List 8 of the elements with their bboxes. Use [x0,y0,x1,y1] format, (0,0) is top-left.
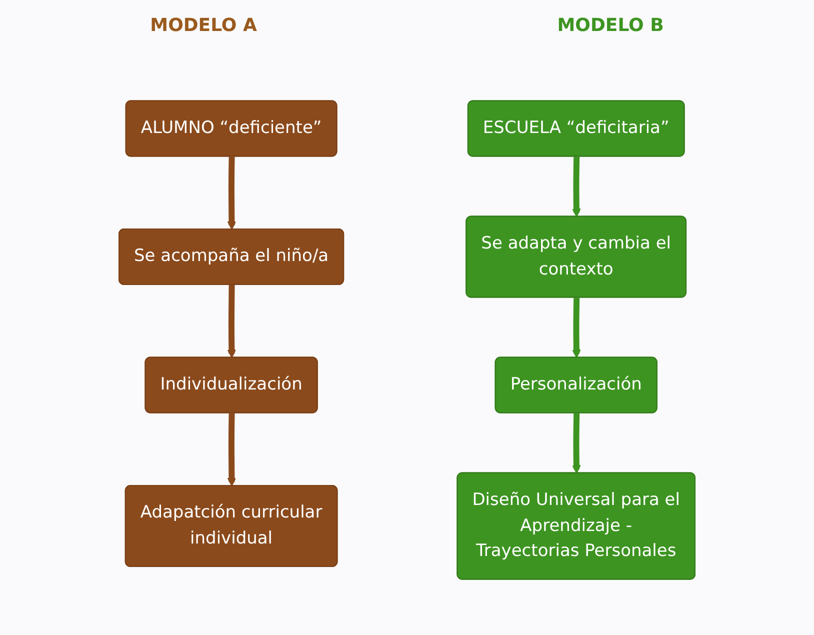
arrow [227,413,236,486]
arrow [227,284,236,358]
arrow [227,156,236,230]
arrow [572,413,581,474]
column-heading: MODELO A [150,14,257,36]
column-heading: MODELO B [557,14,664,36]
arrow [572,298,581,358]
arrow [572,156,581,218]
